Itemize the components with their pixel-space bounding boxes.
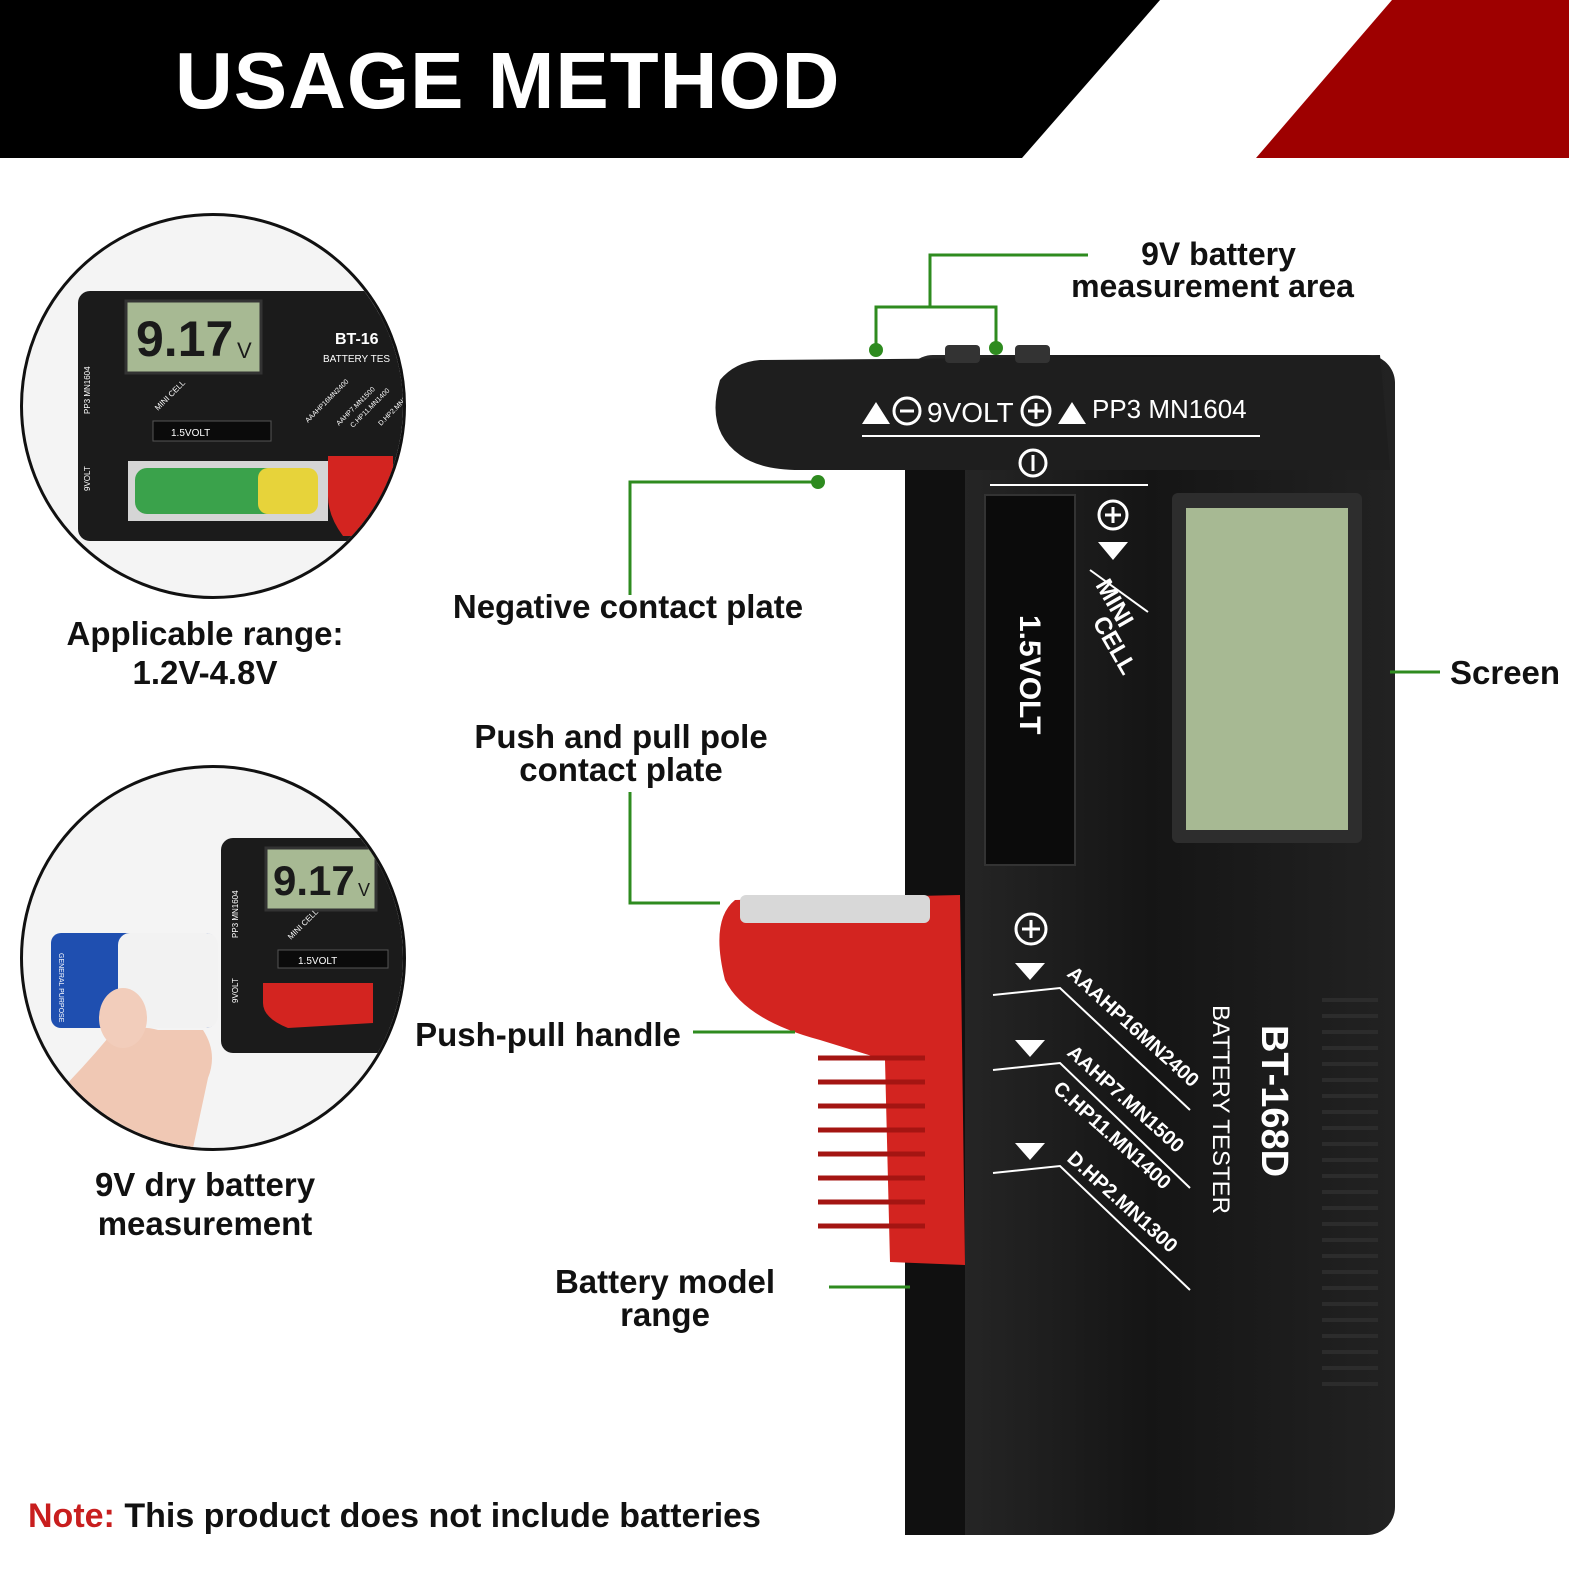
model-label: BT-168D (1253, 1025, 1295, 1177)
note-text: Note: This product does not include batt… (28, 1497, 761, 1536)
note-body: This product does not include batteries (114, 1497, 761, 1535)
nine-volt-dry-caption: 9V dry battery measurement (94, 1166, 316, 1242)
svg-text:V: V (358, 880, 370, 900)
lower-plus-icon (1014, 912, 1048, 946)
push-pull-handle-shape (719, 895, 965, 1265)
svg-text:GENERAL PURPOSE: GENERAL PURPOSE (57, 953, 64, 1023)
model-range-label: Battery model range (554, 1263, 776, 1333)
negative-plate-label: Negative contact plate (452, 588, 804, 625)
nine-volt-area-label: 9V battery measurement area (1071, 236, 1354, 304)
callout-dot (869, 343, 883, 357)
lcd-screen (1186, 508, 1348, 830)
tester-label: BATTERY TESTER (1207, 1005, 1234, 1214)
svg-text:V: V (237, 338, 252, 363)
svg-text:BT-16: BT-16 (335, 331, 379, 348)
inset-circle-aa-battery: 9.17 V BT-16 BATTERY TES 9VOLT PP3 MN160… (20, 213, 406, 599)
slot-minus-icon (1018, 448, 1048, 478)
screen-label: Screen (1450, 654, 1561, 691)
grip-ridges (1322, 998, 1378, 1386)
slot-1-5volt-label: 1.5VOLT (1013, 615, 1046, 734)
push-pull-handle-label: Push-pull handle (415, 1016, 681, 1053)
svg-text:1.5VOLT: 1.5VOLT (298, 956, 337, 967)
page-title: USAGE METHOD (175, 36, 841, 125)
top-9volt-label: 9VOLT (927, 397, 1014, 428)
note-label: Note: (28, 1497, 115, 1535)
nine-volt-arm (715, 355, 1390, 470)
push-pull-pole-label: Push and pull pole contact plate (474, 718, 768, 788)
plus-symbol-icon (1020, 395, 1052, 427)
lcd-reading: 9.17 (136, 311, 233, 367)
banner-shapes (0, 0, 1569, 158)
svg-text:BATTERY TES: BATTERY TES (323, 354, 390, 365)
top-pp3-label: PP3 MN1604 (1092, 394, 1247, 424)
battery-slot (984, 494, 1076, 866)
callout-lines (628, 253, 1440, 1289)
nine-volt-terminal-neg (945, 345, 980, 363)
nine-volt-terminal-pos (1015, 345, 1050, 363)
minus-symbol-icon (892, 396, 922, 426)
applicable-range-caption: Applicable range: 1.2V-4.8V (66, 615, 344, 691)
svg-text:1.5VOLT: 1.5VOLT (171, 428, 210, 439)
svg-text:PP3 MN1604: PP3 MN1604 (83, 366, 92, 414)
callout-dot (989, 341, 1003, 355)
inset-circle-9v-battery: 9.17 V 9VOLT PP3 MN1604 MINI CELL 1.5VOL… (20, 765, 406, 1151)
svg-text:PP3 MN1604: PP3 MN1604 (231, 890, 240, 938)
svg-text:9VOLT: 9VOLT (231, 978, 240, 1003)
svg-text:9VOLT: 9VOLT (83, 466, 92, 491)
mini-plus-icon (1097, 499, 1129, 531)
callout-dot (811, 475, 825, 489)
header-banner: USAGE METHOD (0, 0, 1569, 160)
svg-text:9.17: 9.17 (273, 857, 355, 904)
